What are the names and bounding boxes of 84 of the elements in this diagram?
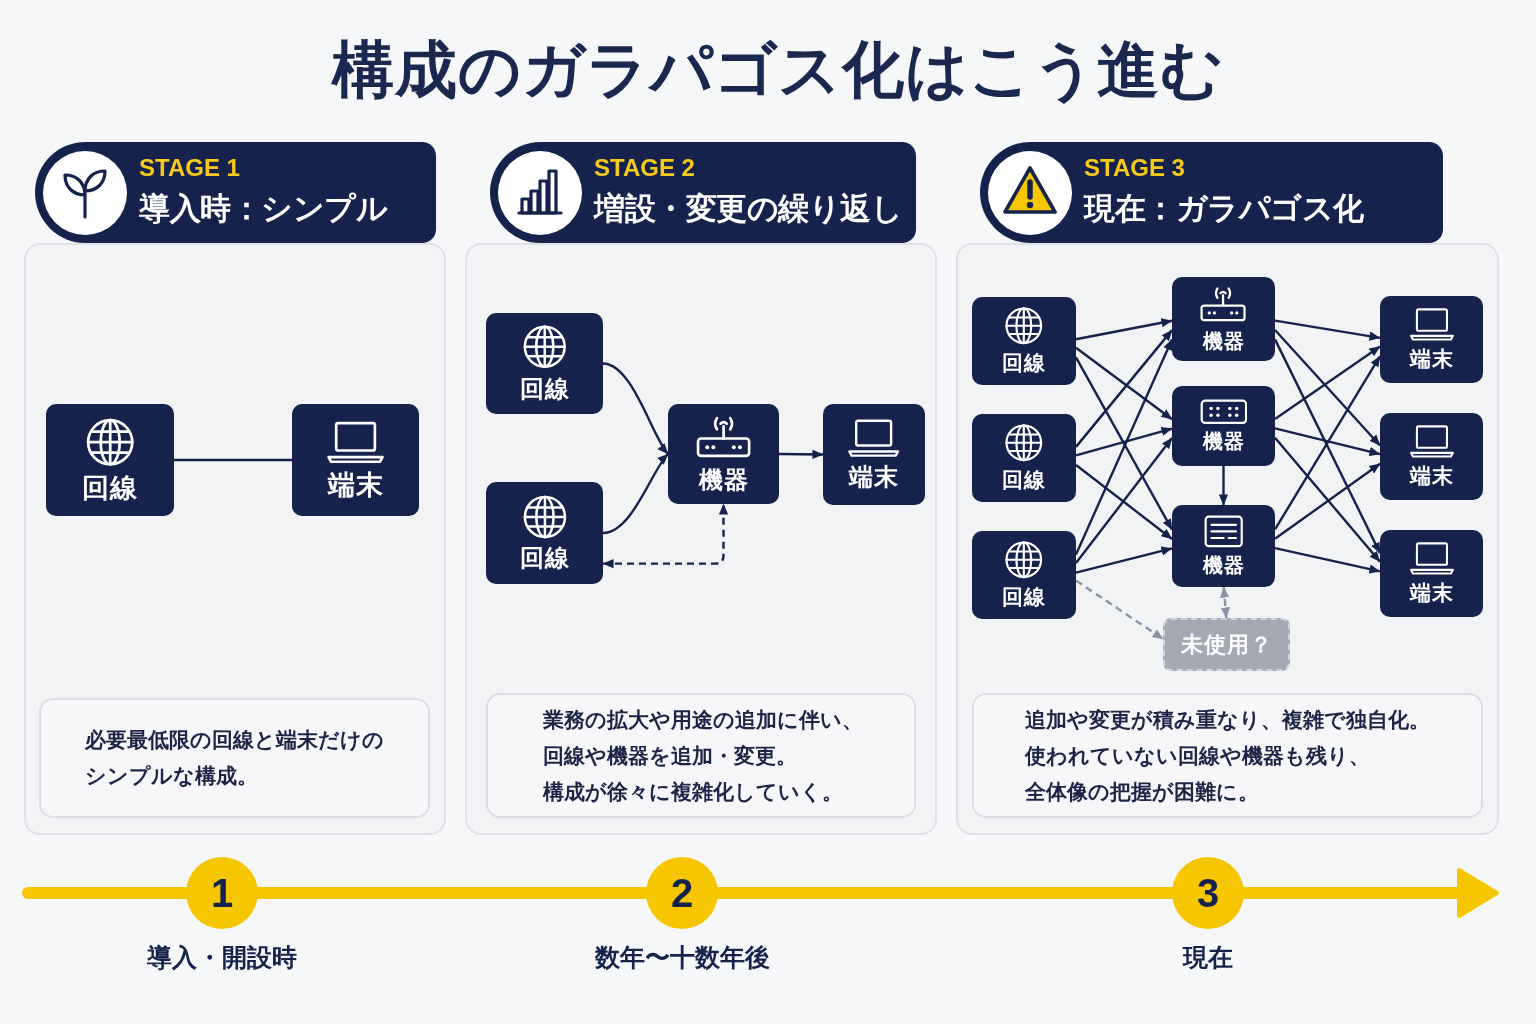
description-box bbox=[972, 693, 1483, 818]
description-box bbox=[39, 698, 430, 818]
arrow bbox=[1074, 339, 1174, 555]
stage-header bbox=[980, 142, 1443, 243]
arrow bbox=[1273, 338, 1382, 554]
node-label: 機器 bbox=[1202, 329, 1245, 354]
node-label: 端末 bbox=[1409, 580, 1454, 606]
network-box bbox=[1172, 277, 1275, 361]
arrow bbox=[1274, 437, 1381, 563]
network-box bbox=[972, 297, 1076, 385]
arrow bbox=[1273, 355, 1382, 531]
node-label: 端末 bbox=[1409, 346, 1454, 372]
node-label: 回線 bbox=[82, 472, 138, 504]
node-label: 端末 bbox=[327, 469, 384, 501]
arrow bbox=[1075, 426, 1173, 457]
node-label: 回線 bbox=[1002, 584, 1046, 610]
description-text: 使われていない回線や機器も残り、全体像の把握が困難に。 bbox=[1025, 742, 1371, 806]
dashed-arrow bbox=[1220, 586, 1230, 619]
network-box bbox=[668, 404, 779, 504]
step-label: 数年〜十数年後 bbox=[594, 942, 770, 974]
node-label: 機器 bbox=[1202, 429, 1245, 454]
step-label: 導入・開設時 bbox=[147, 942, 297, 974]
network-box bbox=[1380, 296, 1483, 383]
stage-panel bbox=[24, 243, 446, 835]
stage-header bbox=[490, 142, 916, 243]
node-label: 端末 bbox=[849, 463, 899, 492]
node-label: 機器 bbox=[1202, 552, 1245, 577]
connector-line bbox=[174, 458, 292, 462]
stage-title: 現在：ガラパゴス化 bbox=[1084, 189, 1364, 228]
network-box bbox=[486, 482, 603, 584]
node-label: 端末 bbox=[1409, 463, 1454, 489]
network-box bbox=[972, 414, 1076, 502]
dashed-arrow bbox=[602, 503, 729, 569]
stage-number: STAGE 2 bbox=[594, 154, 695, 182]
arrow bbox=[602, 453, 669, 535]
node-label: 回線 bbox=[1002, 350, 1046, 376]
dashed-box: 未使用？ bbox=[1163, 618, 1290, 671]
stage-title: 導入時：シンプル bbox=[139, 189, 387, 228]
arrow bbox=[1075, 346, 1173, 421]
arrow bbox=[1274, 345, 1381, 421]
description-text: 業務の拡大や用途の追加に伴い、回線や機器を追加・変更。 bbox=[543, 706, 864, 770]
arrow bbox=[1274, 329, 1381, 447]
arrow bbox=[1274, 319, 1381, 341]
title: 構成のガラパゴス化はこう進む bbox=[332, 33, 1224, 107]
description-text: 必要最低限の回線と端末だけのシンプルな構成。 bbox=[85, 727, 385, 790]
stage-title: 増設・変更の繰り返し bbox=[594, 189, 902, 228]
arrow bbox=[1074, 356, 1174, 531]
arrow bbox=[1274, 427, 1381, 457]
arrow bbox=[1218, 466, 1229, 506]
step-label: 現在 bbox=[1183, 942, 1233, 974]
step-circle: 3 bbox=[1172, 857, 1244, 929]
step-circle: 2 bbox=[646, 857, 718, 929]
network-box bbox=[823, 404, 925, 505]
network-box bbox=[1172, 386, 1275, 466]
node-label: 機器 bbox=[698, 466, 749, 494]
stage-panel bbox=[956, 243, 1499, 835]
stage-panel bbox=[465, 243, 937, 835]
arrow bbox=[1274, 462, 1381, 540]
node-label: 回線 bbox=[1002, 467, 1046, 493]
description-box bbox=[486, 693, 916, 818]
arrow bbox=[1075, 464, 1173, 540]
node-label: 回線 bbox=[519, 374, 570, 403]
description-text: 追加や変更が積み重なり、複雑で独自化。 bbox=[1025, 706, 1430, 734]
dashed-arrow bbox=[1075, 579, 1164, 640]
network-box bbox=[292, 404, 419, 516]
arrow bbox=[1075, 329, 1173, 448]
arrow bbox=[1274, 547, 1381, 574]
arrow bbox=[779, 449, 824, 459]
network-box bbox=[46, 404, 174, 516]
network-box bbox=[486, 313, 603, 414]
description-text: 構成が徐々に複雑化していく。 bbox=[543, 778, 843, 806]
step-circle: 1 bbox=[186, 857, 258, 929]
network-box bbox=[972, 531, 1076, 619]
stage-number: STAGE 1 bbox=[139, 154, 240, 182]
stage-number: STAGE 3 bbox=[1084, 154, 1185, 182]
arrow bbox=[1075, 546, 1173, 574]
network-box bbox=[1380, 413, 1483, 500]
network-box bbox=[1380, 530, 1483, 617]
arrow bbox=[602, 362, 669, 455]
arrow bbox=[1075, 318, 1173, 341]
arrow bbox=[1075, 437, 1173, 564]
node-label: 回線 bbox=[519, 544, 570, 573]
network-box bbox=[1172, 505, 1275, 587]
stage-header bbox=[35, 142, 436, 243]
